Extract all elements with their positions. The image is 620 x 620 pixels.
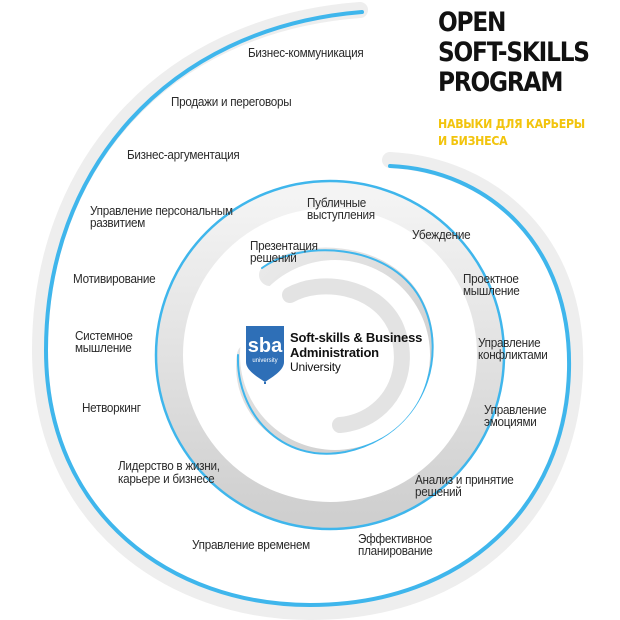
skill-business-communication: Бизнес-коммуникация [248,45,364,60]
skill-systems-thinking: Системное мышление [75,328,133,355]
inner-ring-line [236,249,434,455]
logo-line-1: Soft-skills & Business [290,330,423,345]
middle-ring-line [154,179,506,531]
skill-personal-development: Управление персональным развитием [90,203,233,230]
skill-leadership: Лидерство в жизни, карьере и бизнесе [118,458,220,486]
skill-motivation: Мотивирование [73,271,156,286]
outer-spiral-line [43,10,572,608]
skill-persuasion: Убеждение [412,227,471,242]
logo-line-2: Administration [290,345,379,360]
skill-time-management: Управление временем [192,537,310,552]
sba-balloon-logo-icon: sba university [246,326,284,384]
outer-spiral-band [31,2,584,620]
skill-business-argumentation: Бизнес-аргументация [127,147,240,162]
program-title-line-2: SOFT-SKILLS [438,37,590,68]
logo-mark-sub: university [252,358,277,364]
program-title-line-1: OPEN [438,7,506,38]
skill-public-speaking: Публичные выступления [307,195,375,222]
logo-mark: sba [248,335,283,357]
logo-line-3: University [290,360,341,374]
skill-networking: Нетворкинг [82,400,141,415]
center-arc [282,278,410,433]
skill-decision-analysis: Анализ и принятие решений [415,472,514,499]
skill-project-thinking: Проектное мышление [463,271,520,298]
skill-effective-planning: Эффективное планирование [358,531,433,558]
skill-conflict-management: Управление конфликтами [478,335,548,362]
program-subtitle-line-2: И БИЗНЕСА [438,133,508,148]
program-subtitle-line-1: НАВЫКИ ДЛЯ КАРЬЕРЫ [438,116,585,131]
skill-solution-presentation: Презентация решений [250,238,318,265]
skill-sales-negotiation: Продажи и переговоры [171,94,292,109]
program-title-line-3: PROGRAM [438,67,563,98]
middle-ring-band [157,182,503,528]
skill-emotion-management: Управление эмоциями [484,402,547,429]
